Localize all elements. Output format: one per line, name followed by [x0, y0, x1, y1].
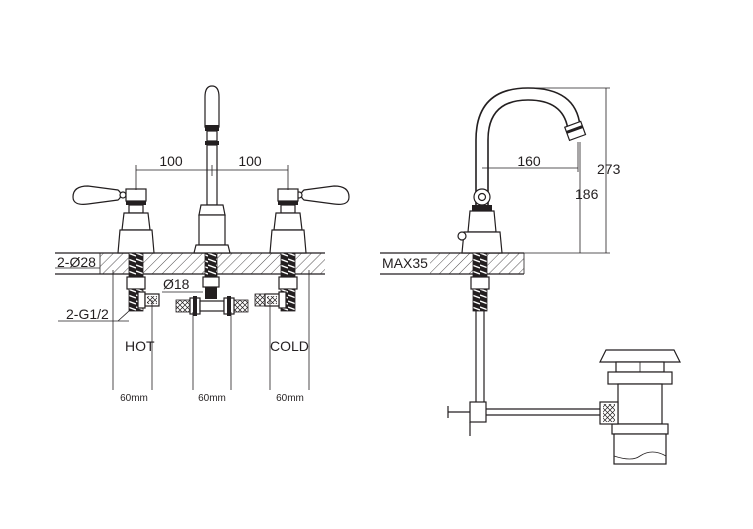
spacing-label-2: 60mm [198, 393, 226, 404]
popup-linkage [447, 401, 600, 436]
total-height-label: 273 [597, 161, 621, 177]
reach-label: 160 [517, 153, 541, 169]
thread-label: 2-G1/2 [66, 306, 109, 322]
dim-right-label: 100 [238, 153, 262, 169]
pop-up-waste [599, 349, 681, 465]
spacing-label-1: 60mm [120, 393, 148, 404]
cold-lever-icon [300, 185, 350, 205]
hole-diameter-label: 2-Ø28 [57, 254, 96, 270]
front-view: 100 100 2-Ø28 Ø18 2-G1/2 HOT COLD 60mm 6… [55, 85, 350, 404]
side-view: 160 273 186 MAX35 [380, 87, 681, 465]
cold-label: COLD [270, 338, 309, 354]
dimension-100-100 [135, 165, 289, 190]
side-dimensions [482, 87, 610, 254]
spacing-label-3: 60mm [276, 393, 304, 404]
hot-lever-icon [72, 185, 122, 205]
hot-label: HOT [125, 338, 155, 354]
cold-handle [254, 185, 350, 312]
spout-height-label: 186 [575, 186, 599, 202]
gooseneck-spout [473, 87, 587, 208]
dim-left-label: 100 [159, 153, 183, 169]
max-thickness-label: MAX35 [382, 255, 428, 271]
supply-lines [112, 270, 310, 390]
center-diameter-label: Ø18 [163, 276, 190, 292]
center-manifold [175, 296, 249, 316]
hot-handle [72, 185, 160, 312]
side-body [457, 205, 503, 412]
